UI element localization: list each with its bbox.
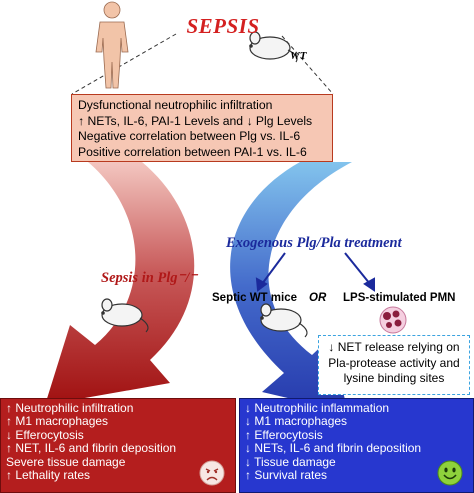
net-release-box: ↓ NET release relying on Pla-protease ac… — [318, 335, 470, 395]
sepsis-connector-lines — [71, 33, 334, 95]
outcome-line: ↓ Tissue damage — [245, 454, 336, 469]
lps-pmn-label: LPS-stimulated PMN — [343, 292, 456, 304]
sepsis-findings-box: Dysfunctional neutrophilic infiltration … — [71, 94, 333, 162]
human-figure-icon — [95, 1, 129, 89]
plg-treatment-outcomes-box: ↓ Neutrophilic inflammation ↓ M1 macroph… — [239, 398, 474, 493]
net-line: ↓ NET release relying on — [328, 340, 460, 354]
net-line: Pla-protease activity and — [328, 355, 460, 370]
outcome-line: ↑ Neutrophilic infiltration — [6, 401, 134, 415]
happy-face-icon — [437, 460, 463, 486]
sepsis-title: SEPSIS — [186, 14, 260, 38]
net-line: lysine binding sites — [343, 371, 445, 385]
septic-wt-mice-label: Septic WT mice — [212, 292, 297, 304]
treatment-branch-arrows — [255, 252, 375, 292]
or-label: OR — [309, 292, 327, 304]
mouse-icon — [249, 31, 298, 63]
finding-line: Negative correlation between Plg vs. IL-… — [78, 129, 301, 144]
finding-line: ↑ NETs, IL-6, PAI-1 Levels and ↓ Plg Lev… — [78, 113, 313, 128]
mouse-icon — [101, 298, 149, 333]
finding-line: Positive correlation between PAI-1 vs. I… — [78, 144, 307, 159]
mouse-icon — [260, 303, 308, 338]
outcome-line: ↑ NET, IL-6 and fibrin deposition — [6, 441, 177, 456]
outcome-line: Severe tissue damage — [6, 454, 126, 469]
sad-face-icon — [199, 460, 225, 486]
outcome-line: ↓ NETs, IL-6 and fibrin deposition — [245, 441, 422, 456]
red-curved-arrow — [45, 162, 195, 405]
outcome-line: ↓ M1 macrophages — [245, 414, 348, 429]
mouse-wt-label: WT — [290, 50, 307, 62]
exogenous-treatment-label: Exogenous Plg/Pla treatment — [226, 235, 402, 251]
outcome-line: ↑ M1 macrophages — [6, 414, 109, 429]
outcome-line: ↑ Survival rates — [245, 468, 328, 483]
outcome-line: ↓ Efferocytosis — [6, 427, 84, 442]
sepsis-plg-label: Sepsis in Plg⁻/⁻ — [101, 270, 197, 286]
plg-deficient-outcomes-box: ↑ Neutrophilic infiltration ↑ M1 macroph… — [0, 398, 236, 493]
outcome-line: ↑ Lethality rates — [6, 468, 91, 483]
outcome-line: ↑ Efferocytosis — [245, 427, 323, 442]
outcome-line: ↓ Neutrophilic inflammation — [245, 401, 390, 415]
neutrophil-cell-icon — [379, 306, 407, 334]
finding-line: Dysfunctional neutrophilic infiltration — [78, 98, 273, 112]
